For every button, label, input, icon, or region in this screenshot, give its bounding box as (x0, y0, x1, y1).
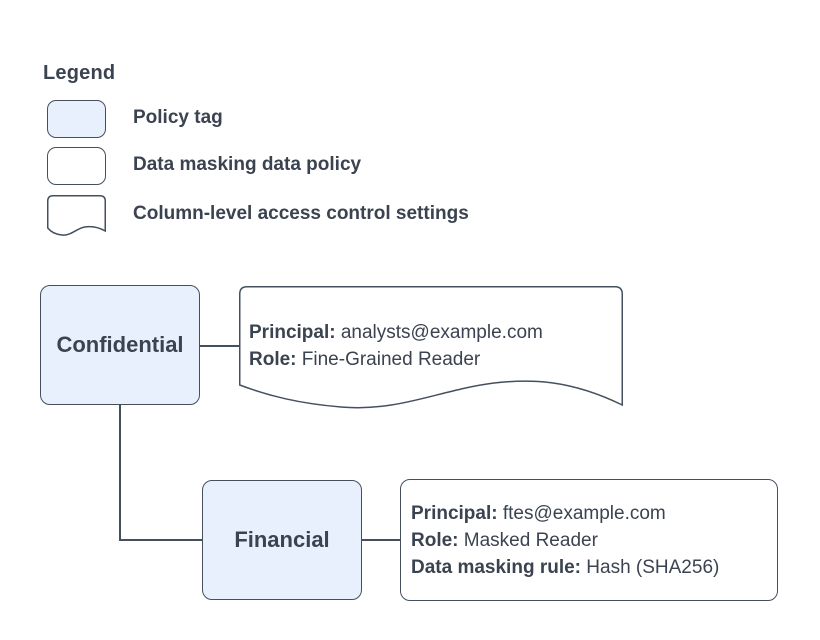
masking-principal-label: Principal: (411, 502, 498, 524)
legend-item-column-access-control: Column-level access control settings (133, 203, 469, 224)
acl-principal-label: Principal: (249, 322, 336, 343)
masking-rule-value: Hash (SHA256) (581, 556, 720, 578)
node-financial: Financial (202, 480, 362, 600)
connector-confidential-to-acl-note (200, 345, 239, 347)
legend-item-data-masking-policy: Data masking data policy (133, 154, 362, 175)
column-access-control-swatch (47, 195, 106, 236)
acl-principal-field: Principal: analysts@example.com (249, 319, 543, 346)
masking-principal-value: ftes@example.com (497, 502, 666, 524)
connector-confidential-to-financial-horizontal (119, 539, 203, 541)
policy-tag-swatch (47, 100, 106, 138)
acl-note-text: Principal: analysts@example.com Role: Fi… (249, 319, 543, 373)
acl-note-shape (239, 286, 623, 409)
acl-role-value: Fine-Grained Reader (296, 349, 481, 370)
node-confidential: Confidential (40, 285, 200, 405)
masking-rule-field: Data masking rule: Hash (SHA256) (411, 554, 777, 581)
legend-item-policy-tag: Policy tag (133, 107, 223, 128)
connector-financial-to-masking-policy (362, 539, 401, 541)
masking-role-label: Role: (411, 529, 459, 551)
acl-role-field: Role: Fine-Grained Reader (249, 346, 543, 373)
legend-title: Legend (43, 62, 116, 84)
data-masking-policy-swatch (47, 147, 106, 185)
masking-principal-field: Principal: ftes@example.com (411, 500, 777, 527)
connector-confidential-to-financial-vertical (119, 405, 121, 540)
masking-rule-label: Data masking rule: (411, 556, 581, 578)
masking-role-value: Masked Reader (458, 529, 598, 551)
masking-role-field: Role: Masked Reader (411, 527, 777, 554)
acl-role-label: Role: (249, 349, 297, 370)
acl-principal-value: analysts@example.com (335, 322, 543, 343)
masking-policy-shape: Principal: ftes@example.com Role: Masked… (400, 479, 778, 601)
